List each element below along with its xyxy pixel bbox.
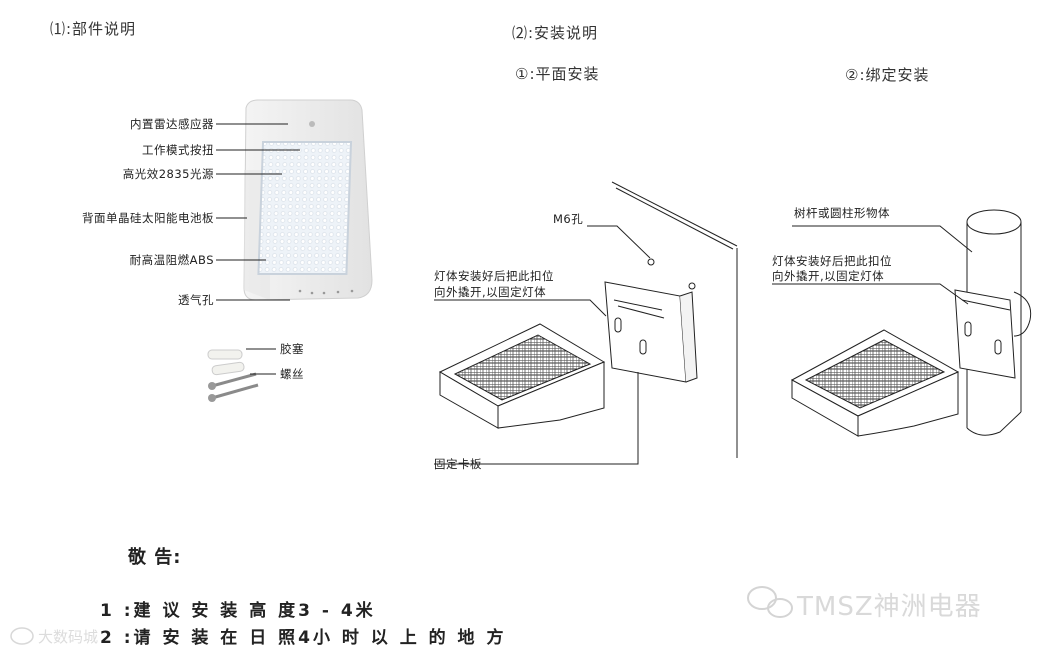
wechat-icon <box>748 587 792 617</box>
label-mode-button: 工作模式按扭 <box>142 142 214 158</box>
label-pole-buckle-2: 向外撬开,以固定灯体 <box>772 268 884 284</box>
notice-title: 敬 告: <box>128 543 181 569</box>
label-m6-hole: M6孔 <box>553 211 583 227</box>
label-plug: 胶塞 <box>280 341 304 357</box>
watermark-brand: TMSZ神洲电器 <box>797 586 982 623</box>
label-abs-housing: 耐高温阻燃ABS <box>130 252 214 268</box>
label-radar-sensor: 内置雷达感应器 <box>130 116 214 132</box>
label-bracket: 固定卡板 <box>434 456 482 472</box>
flat-install-title: ①:平面安装 <box>515 63 600 84</box>
section-install-title: ⑵:安装说明 <box>512 22 598 43</box>
weibo-icon <box>11 628 33 644</box>
notice-item-2: 2 :请 安 装 在 日 照4小 时 以 上 的 地 方 <box>100 623 506 648</box>
label-led-source: 高光效2835光源 <box>123 166 214 182</box>
pole-install-drawing <box>772 210 1031 436</box>
lamp-photo <box>244 100 372 300</box>
watermark-corner: 大数码城 <box>38 626 98 647</box>
label-screw: 螺丝 <box>280 366 304 382</box>
section-parts-title: ⑴:部件说明 <box>50 18 136 39</box>
label-pole: 树杆或圆柱形物体 <box>794 205 890 221</box>
pole-install-title: ②:绑定安装 <box>845 64 930 85</box>
plug-and-screw-photo <box>208 350 258 402</box>
label-pole-buckle-1: 灯体安装好后把此扣位 <box>772 253 892 269</box>
radar-sensor-icon <box>309 121 315 127</box>
notice-item-1: 1 :建 议 安 装 高 度3 - 4米 <box>100 596 376 621</box>
label-solar-panel: 背面单晶硅太阳能电池板 <box>82 210 214 226</box>
flat-install-drawing <box>434 182 737 464</box>
label-flat-buckle-2: 向外撬开,以固定灯体 <box>434 284 546 300</box>
label-vent-hole: 透气孔 <box>178 292 214 308</box>
label-flat-buckle-1: 灯体安装好后把此扣位 <box>434 268 554 284</box>
